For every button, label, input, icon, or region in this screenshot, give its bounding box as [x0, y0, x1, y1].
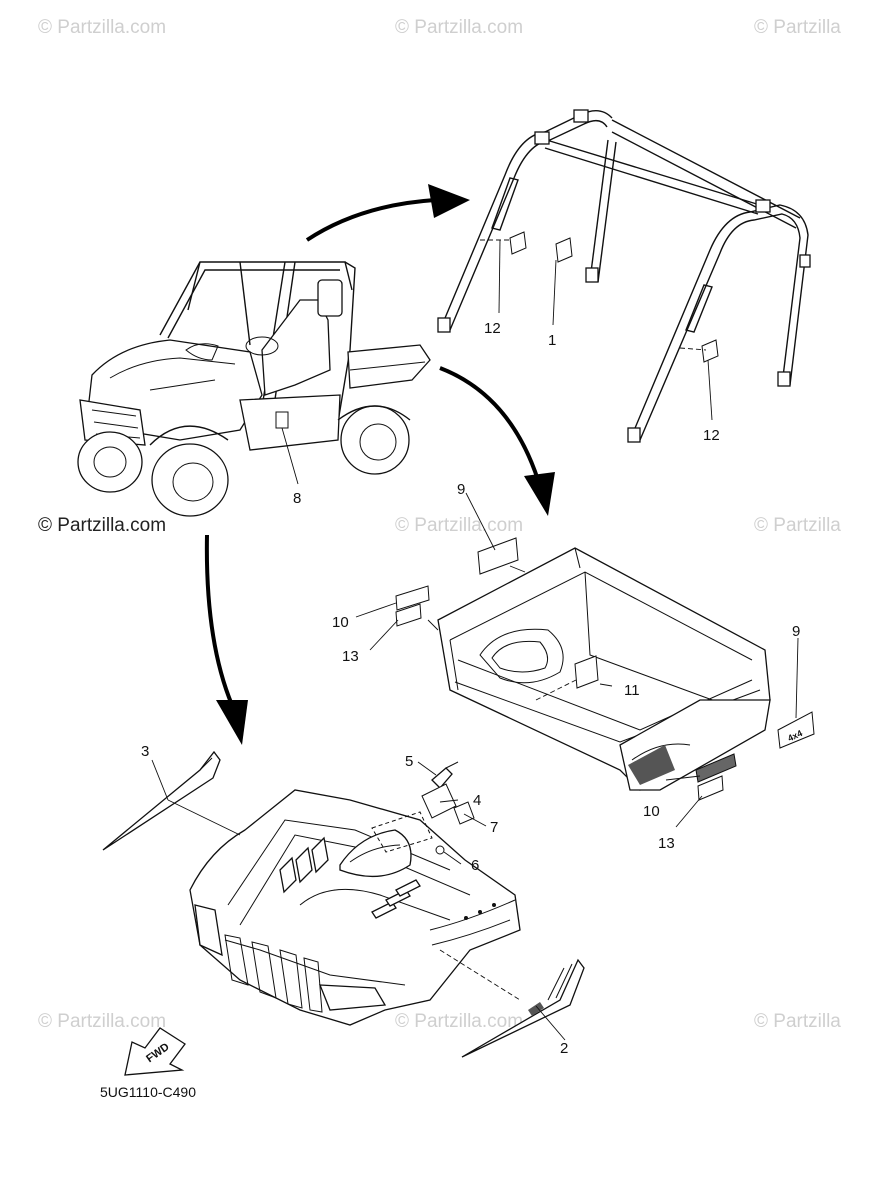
vehicle-roll-cage-top — [159, 261, 353, 336]
watermark-mid-left: © Partzilla.com — [38, 515, 166, 536]
callout-3: 3 — [141, 743, 149, 760]
decal-9-top — [477, 537, 519, 575]
callout-9-side: 9 — [792, 623, 800, 640]
fwd-arrow-shape — [124, 1027, 186, 1076]
callout-13-left: 13 — [342, 648, 359, 665]
vehicle-side-panel — [239, 394, 341, 451]
arrow-to-cargo-bed — [439, 366, 540, 481]
cargo-bed-assembly: 4x4 — [395, 537, 815, 801]
part-5-clip — [431, 767, 453, 789]
cargo-bed-wheel-well — [479, 628, 564, 684]
decal-10-right — [695, 753, 737, 783]
vehicle-front-left-wheel — [77, 431, 143, 493]
arrow-head-cargo-bed — [524, 472, 555, 516]
decal-10-left — [395, 585, 430, 611]
fwd-direction-arrow: FWD — [124, 1027, 186, 1076]
watermark-top-left: © Partzilla.com — [38, 17, 166, 38]
arrow-head-roll-cage — [428, 184, 470, 218]
stripe-decal-3 — [102, 750, 221, 851]
watermark-bottom-left: © Partzilla.com — [38, 1011, 166, 1032]
roll-cage-right-tube — [629, 204, 809, 441]
roll-cage-left-tube — [439, 110, 613, 331]
leader-lines — [151, 239, 799, 1041]
watermark-mid-center: © Partzilla.com — [395, 515, 523, 536]
watermark-mid-right: © Partzilla — [754, 515, 841, 536]
callout-4: 4 — [473, 792, 481, 809]
vehicle-decal-8 — [275, 411, 289, 429]
watermark-top-right: © Partzilla — [754, 17, 841, 38]
decal-12-right — [701, 339, 719, 363]
callout-12-left: 12 — [484, 320, 501, 337]
watermark-layer: © Partzilla.com © Partzilla.com © Partzi… — [38, 17, 841, 1032]
decal-1 — [555, 237, 573, 263]
vehicle-headrest — [317, 279, 343, 317]
utv-vehicle — [77, 261, 431, 517]
callout-13-right: 13 — [658, 835, 675, 852]
watermark-bottom-center: © Partzilla.com — [395, 1011, 523, 1032]
callout-1: 1 — [548, 332, 556, 349]
vehicle-steering-wheel — [245, 336, 279, 356]
vehicle-front-right-wheel — [151, 443, 229, 517]
vehicle-cargo-bed — [347, 344, 431, 389]
callout-11: 11 — [624, 682, 640, 699]
callout-labels: 12 1 12 8 9 10 13 11 9 10 13 3 5 4 7 6 2 — [141, 320, 800, 1057]
callout-12-right: 12 — [703, 427, 720, 444]
vehicle-rear-wheel — [340, 405, 410, 475]
hood-small-parts — [421, 761, 475, 855]
callout-2: 2 — [560, 1040, 568, 1057]
part-6-grommet — [435, 845, 445, 855]
watermark-top-center: © Partzilla.com — [395, 17, 523, 38]
callout-6: 6 — [471, 857, 479, 874]
callout-10-right: 10 — [643, 803, 660, 820]
hood-grille — [224, 934, 323, 1013]
callout-7: 7 — [490, 819, 498, 836]
hood-cover-opening — [371, 811, 433, 853]
hood-headlight-left — [194, 904, 223, 957]
decal-12-left — [509, 231, 527, 255]
arrow-to-roll-cage — [305, 198, 436, 242]
callout-9-top: 9 — [457, 481, 465, 498]
decal-13-right — [697, 775, 724, 801]
vehicle-seat — [261, 299, 331, 396]
stripe-decal-2 — [461, 958, 585, 1058]
callout-5: 5 — [405, 753, 413, 770]
callout-10-left: 10 — [332, 614, 349, 631]
hood-scoop — [339, 829, 412, 878]
roll-cage-assembly — [437, 109, 811, 443]
arrow-to-front-hood — [204, 534, 234, 706]
front-hood-assembly — [189, 789, 521, 1026]
part-4-cover — [421, 783, 457, 819]
diagram-code: 5UG1110-C490 — [100, 1084, 196, 1100]
hood-headlight-right — [319, 984, 387, 1011]
callout-8: 8 — [293, 490, 301, 507]
decal-11 — [574, 655, 599, 689]
arrow-head-front-hood — [216, 700, 248, 745]
hood-vents — [279, 836, 421, 919]
decal-9-side-4x4: 4x4 — [777, 711, 815, 749]
watermark-bottom-right: © Partzilla — [754, 1011, 841, 1032]
part-7-decal — [453, 801, 475, 825]
direction-arrows — [204, 184, 555, 745]
